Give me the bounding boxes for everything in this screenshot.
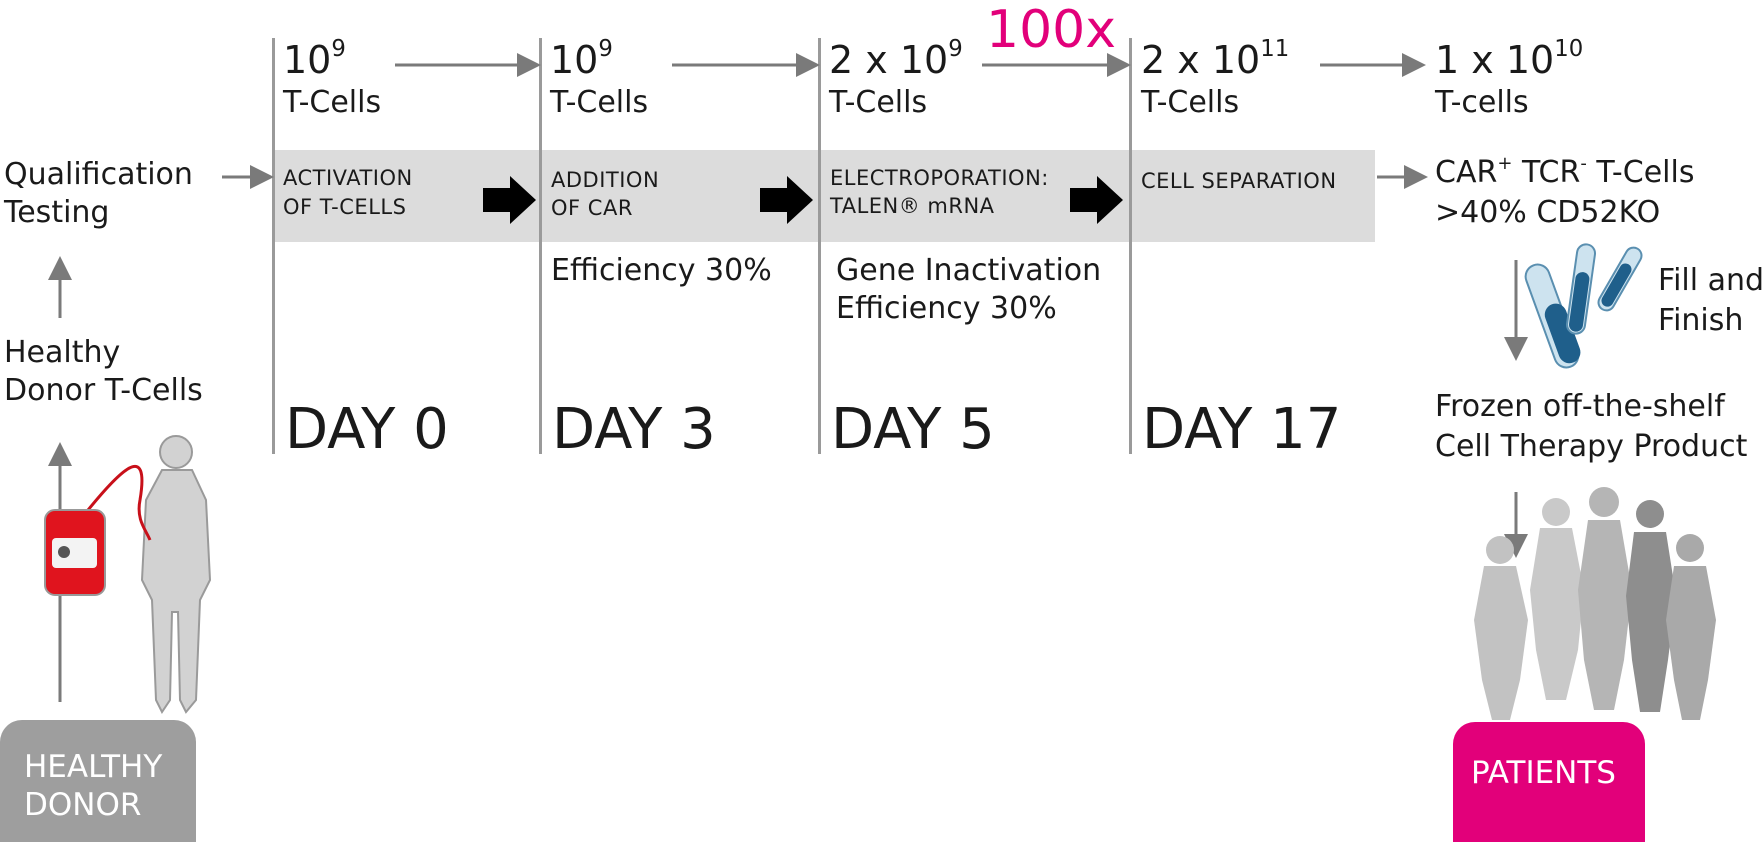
stage2-cell-count: 109 <box>550 35 613 82</box>
process-band <box>272 150 1375 242</box>
stage2-step-line2: OF CAR <box>551 196 633 220</box>
timeline-line-day3 <box>539 38 542 454</box>
stage1-cell-label: T-Cells <box>283 85 382 120</box>
healthy-tcells-line2: Donor T-Cells <box>4 373 203 408</box>
stage2-day: DAY 3 <box>552 397 716 462</box>
blood-bag-icon <box>44 464 152 596</box>
stage1-cell-count: 109 <box>283 35 346 82</box>
stage1-step-line2: OF T-CELLS <box>283 195 407 219</box>
stage3-step-line2: TALEN® mRNA <box>830 194 995 218</box>
stage3-step-line1: ELECTROPORATION: <box>830 166 1049 190</box>
product-phenotype: CAR+ TCR- T-Cells <box>1435 152 1695 191</box>
timeline-line-day17 <box>1129 38 1132 454</box>
frozen-product-line1: Frozen off-the-shelf <box>1435 389 1725 424</box>
stage3-day: DAY 5 <box>831 397 995 462</box>
stage3-cell-count: 2 x 109 <box>829 35 963 82</box>
qualification-line1: Qualification <box>4 157 193 192</box>
stage4-cell-count: 2 x 1011 <box>1141 35 1290 82</box>
product-knockout: >40% CD52KO <box>1435 195 1661 230</box>
frozen-product-line2: Cell Therapy Product <box>1435 429 1748 464</box>
stage2-cell-label: T-Cells <box>550 85 649 120</box>
stage1-day: DAY 0 <box>285 397 449 462</box>
stage2-step-line1: ADDITION <box>551 168 660 192</box>
stage4-cell-label: T-Cells <box>1141 85 1240 120</box>
healthy-tcells-line1: Healthy <box>4 335 121 370</box>
expansion-factor-label: 100x <box>986 0 1117 60</box>
patients-badge: PATIENTS <box>1453 722 1645 842</box>
step-arrow-1 <box>483 176 536 224</box>
stage1-step-line1: ACTIVATION <box>283 166 413 190</box>
fill-finish-line2: Finish <box>1658 303 1744 338</box>
stage3-cell-label: T-Cells <box>829 85 928 120</box>
stage3-note-line1: Gene Inactivation <box>836 253 1102 288</box>
timeline-line-day0 <box>272 38 275 454</box>
fill-finish-line1: Fill and <box>1658 263 1762 298</box>
patients-badge-label: PATIENTS <box>1471 755 1616 791</box>
stage5-cell-label: T-cells <box>1435 85 1529 120</box>
stage2-efficiency: Efficiency 30% <box>551 253 772 288</box>
stage4-day: DAY 17 <box>1142 397 1342 462</box>
test-tubes-icon <box>1524 243 1643 369</box>
healthy-donor-badge-line2: DONOR <box>24 787 142 823</box>
step-arrow-2 <box>760 176 813 224</box>
healthy-donor-badge-line1: HEALTHY <box>24 749 163 785</box>
step-arrow-3 <box>1070 176 1123 224</box>
healthy-donor-badge: HEALTHY DONOR <box>0 720 196 842</box>
stage3-note-line2: Efficiency 30% <box>836 291 1057 326</box>
patients-group-icon <box>1474 487 1716 720</box>
qualification-line2: Testing <box>4 195 110 230</box>
donor-figure-icon <box>140 435 212 714</box>
stage5-cell-count: 1 x 1010 <box>1435 35 1584 82</box>
stage4-step-line1: CELL SEPARATION <box>1141 169 1337 193</box>
timeline-line-day5 <box>818 38 821 454</box>
